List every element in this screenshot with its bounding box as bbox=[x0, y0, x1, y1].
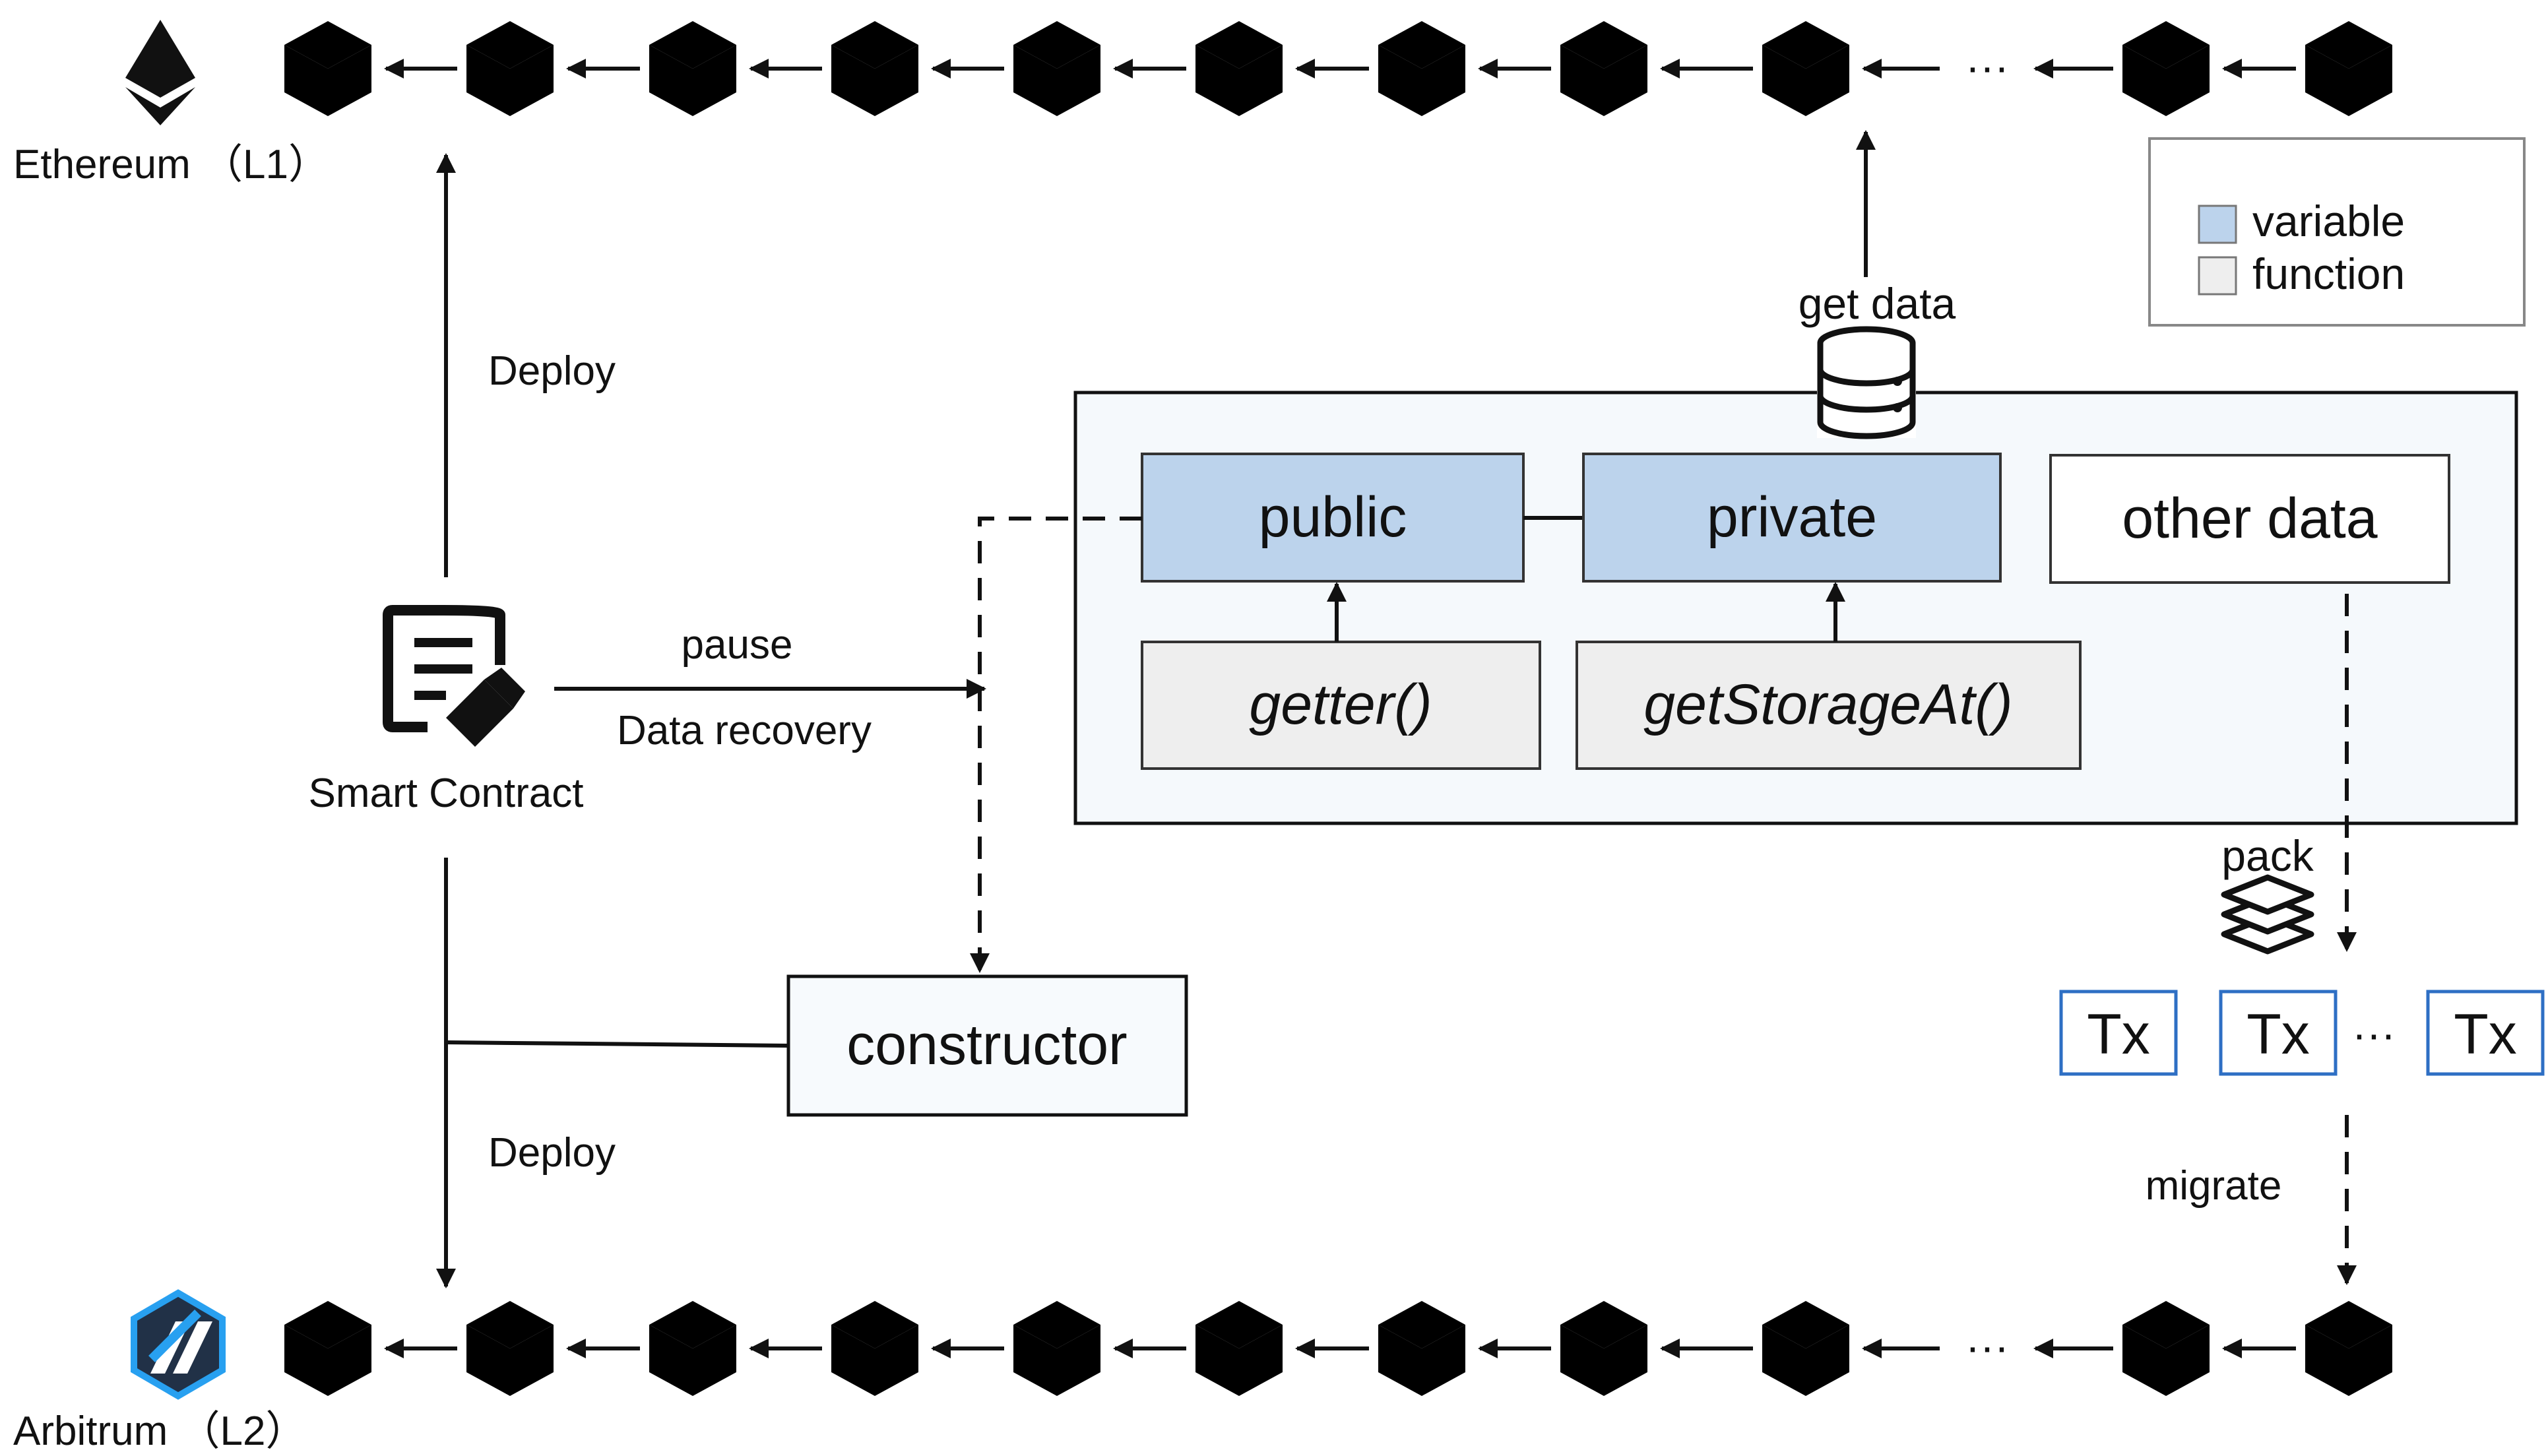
other-data-label: other data bbox=[2122, 487, 2377, 550]
tx-label: Tx bbox=[2087, 1003, 2150, 1066]
tx-label: Tx bbox=[2246, 1003, 2310, 1066]
block-icon bbox=[1560, 1301, 1647, 1396]
deploy-l2-label: Deploy bbox=[488, 1130, 616, 1176]
block-icon bbox=[2122, 21, 2210, 116]
legend: variable function bbox=[2148, 137, 2526, 327]
layers-icon bbox=[2221, 874, 2314, 955]
legend-swatch-function bbox=[2198, 256, 2237, 296]
block-icon bbox=[284, 1301, 371, 1396]
private-variable-label: private bbox=[1707, 486, 1877, 549]
block-icon bbox=[1013, 1301, 1100, 1396]
tx-label: Tx bbox=[2454, 1003, 2517, 1066]
block-icon bbox=[1560, 21, 1647, 116]
block-icon bbox=[2122, 1301, 2210, 1396]
block-icon bbox=[1195, 1301, 1283, 1396]
block-icon bbox=[466, 21, 554, 116]
smart-contract-icon bbox=[383, 605, 525, 747]
legend-function-label: function bbox=[2252, 249, 2405, 298]
block-icon bbox=[1195, 21, 1283, 116]
chain-ellipsis: ··· bbox=[1965, 42, 2009, 91]
block-icon bbox=[649, 21, 736, 116]
tx-ellipsis: ··· bbox=[2352, 1009, 2396, 1058]
block-icon bbox=[1762, 1301, 1849, 1396]
block-icon bbox=[649, 1301, 736, 1396]
constructor-label: constructor bbox=[846, 1013, 1127, 1077]
public-variable-label: public bbox=[1259, 486, 1407, 549]
constructor-box bbox=[786, 974, 1188, 1117]
chain-ellipsis: ··· bbox=[1965, 1322, 2009, 1371]
getstorageat-function-box bbox=[1576, 641, 2082, 770]
block-icon bbox=[831, 1301, 918, 1396]
legend-variable-label: variable bbox=[2252, 197, 2405, 245]
arbitrum-icon bbox=[131, 1289, 226, 1400]
block-icon bbox=[2305, 1301, 2392, 1396]
block-icon bbox=[1013, 21, 1100, 116]
tx-box bbox=[2426, 990, 2545, 1076]
pack-label: pack bbox=[2221, 831, 2314, 880]
block-icon bbox=[466, 1301, 554, 1396]
smart-contract-label: Smart Contract bbox=[309, 771, 584, 816]
getter-function-box bbox=[1141, 641, 1541, 770]
tx-box bbox=[2059, 990, 2178, 1076]
ethereum-icon bbox=[125, 20, 195, 125]
other-data-box bbox=[2049, 454, 2450, 584]
private-variable-box bbox=[1582, 453, 2002, 583]
block-icon bbox=[2305, 21, 2392, 116]
block-icon bbox=[1762, 21, 1849, 116]
block-icon bbox=[1378, 1301, 1465, 1396]
block-icon bbox=[1378, 21, 1465, 116]
getstorageat-function-label: getStorageAt() bbox=[1643, 673, 2012, 736]
arbitrum-label: Arbitrum （L2） bbox=[13, 1409, 306, 1454]
getter-function-label: getter() bbox=[1249, 673, 1432, 736]
migrate-label: migrate bbox=[2146, 1163, 2282, 1209]
database-icon bbox=[1817, 326, 1916, 439]
data-recovery-label: Data recovery bbox=[617, 708, 872, 753]
block-icon bbox=[284, 21, 371, 116]
legend-swatch-variable bbox=[2198, 205, 2237, 244]
block-icon bbox=[831, 21, 918, 116]
tx-box bbox=[2219, 990, 2338, 1076]
deploy-l1-label: Deploy bbox=[488, 348, 616, 394]
public-to-constructor-dashed-arrow bbox=[970, 517, 1142, 973]
get-data-label: get data bbox=[1799, 279, 1956, 328]
ethereum-label: Ethereum （L1） bbox=[13, 142, 329, 187]
arbitrum-chain: Arbitrum （L2） ··· bbox=[13, 1289, 2392, 1454]
pause-label: pause bbox=[682, 622, 793, 668]
constructor-connector bbox=[445, 1040, 789, 1048]
ethereum-chain: Ethereum （L1） ··· bbox=[13, 20, 2392, 187]
